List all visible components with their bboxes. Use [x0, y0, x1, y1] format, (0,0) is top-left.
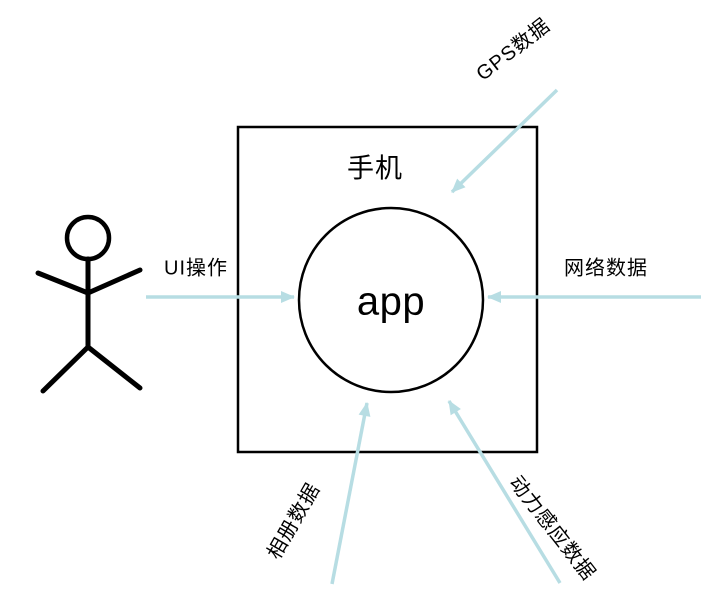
person-arm-right: [85, 267, 143, 296]
album-data-arrow: [330, 402, 371, 585]
person-arm-left: [35, 270, 91, 296]
app-label: app: [356, 279, 426, 324]
person-figure: [35, 214, 143, 394]
ui-operation-label: UI操作: [164, 257, 228, 280]
phone-label: 手机: [347, 153, 403, 184]
app-circle: [297, 206, 485, 394]
gps-data-arrow: [450, 88, 559, 194]
person-leg-right: [85, 344, 143, 391]
person-head: [64, 214, 112, 262]
data-flow-arrows: [146, 88, 701, 585]
network-data-label: 网络数据: [564, 257, 648, 280]
person-leg-left: [40, 344, 91, 394]
motion-data-arrow: [447, 400, 562, 584]
